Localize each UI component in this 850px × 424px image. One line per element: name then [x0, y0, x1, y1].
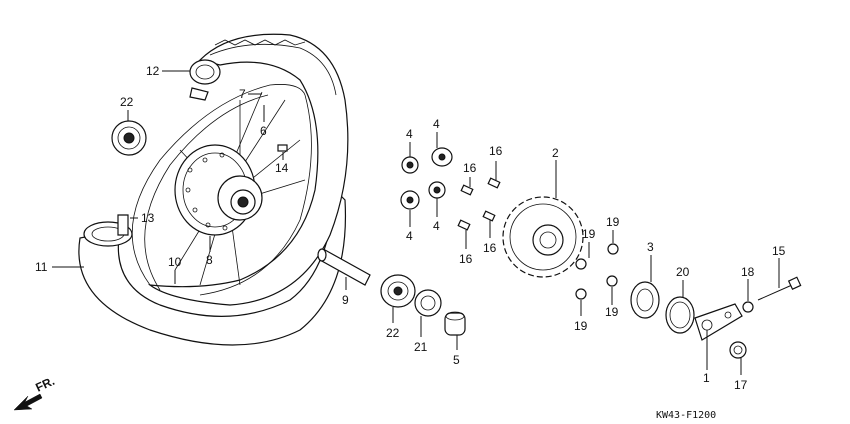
callout-21: 21	[414, 340, 428, 354]
stud-bolt-part-16-d	[482, 210, 496, 222]
oil-seal-part-21	[414, 289, 442, 317]
nut-part-19-d	[575, 288, 587, 300]
nut-part-18	[742, 301, 754, 313]
collar-part-4-d	[428, 181, 446, 199]
bearing-part-22-left	[111, 120, 147, 156]
collar-part-4-c	[400, 190, 420, 210]
callout-16-a: 16	[463, 161, 477, 175]
nut-part-19-c	[606, 275, 618, 287]
callout-16-b: 16	[489, 144, 503, 158]
stud-bolt-part-16-c	[457, 219, 471, 231]
washer-part-3	[630, 281, 660, 319]
spoke-nipple-part-14	[277, 144, 288, 152]
tire-part-12	[147, 33, 349, 306]
callout-9: 9	[342, 293, 349, 307]
callout-16-c: 16	[459, 252, 473, 266]
front-direction-arrow-icon: FR.	[13, 374, 57, 411]
leader-lines	[52, 70, 780, 375]
callout-4-c: 4	[406, 229, 413, 243]
axle-nut-part-17	[729, 341, 747, 359]
callout-14: 14	[275, 161, 289, 175]
callout-22-center: 22	[386, 326, 400, 340]
callout-16-d: 16	[483, 241, 497, 255]
sprocket-part-2	[502, 196, 584, 278]
wheel-rim-part-10	[131, 84, 312, 296]
callout-13: 13	[141, 211, 155, 225]
callout-22-left: 22	[120, 95, 134, 109]
callout-10: 10	[168, 255, 182, 269]
callout-11: 11	[35, 260, 48, 274]
callout-12: 12	[146, 64, 160, 78]
callout-20: 20	[676, 265, 690, 279]
stud-bolt-part-16-a	[460, 184, 474, 196]
callout-4-a: 4	[406, 127, 413, 141]
adjusting-bolt-part-15	[757, 276, 802, 301]
collar-part-5	[444, 311, 466, 336]
collar-part-4-b	[431, 147, 453, 167]
adjuster-plate-part-1	[694, 303, 743, 341]
snap-ring-part-20	[665, 296, 695, 334]
callout-4-b: 4	[433, 117, 440, 131]
front-direction-label: FR.	[33, 374, 56, 395]
callout-8: 8	[206, 253, 213, 267]
bearing-part-22-center	[380, 274, 416, 308]
callout-19-c: 19	[605, 305, 619, 319]
stud-bolt-part-16-b	[487, 177, 501, 189]
hub-part-8	[174, 144, 263, 236]
callout-3: 3	[647, 240, 654, 254]
callout-6: 6	[260, 124, 267, 138]
callout-7: 7	[239, 87, 246, 101]
nut-part-19-a	[607, 243, 619, 255]
callout-18: 18	[741, 265, 755, 279]
figure-code: KW43-F1200	[656, 410, 716, 421]
callout-4-d: 4	[433, 219, 440, 233]
nut-part-19-b	[575, 258, 587, 270]
callout-1: 1	[703, 371, 710, 385]
callout-5: 5	[453, 353, 460, 367]
callout-15: 15	[772, 244, 786, 258]
rim-lock-part-13	[117, 214, 129, 236]
callout-19-b: 19	[582, 227, 596, 241]
callout-19-a: 19	[606, 215, 620, 229]
callout-19-d: 19	[574, 319, 588, 333]
axle-sleeve-part-9	[317, 248, 371, 286]
callout-17: 17	[734, 378, 748, 392]
collar-part-4-a	[401, 156, 419, 174]
callout-2: 2	[552, 146, 559, 160]
